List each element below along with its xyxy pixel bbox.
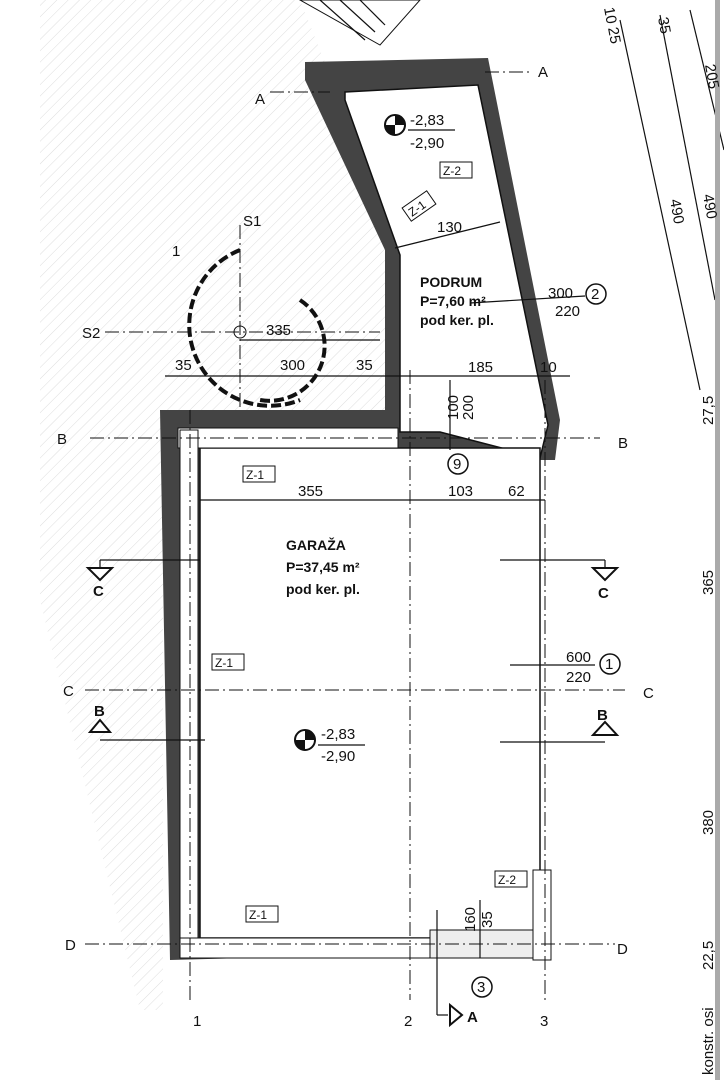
axis-1: 1 (193, 1013, 201, 1030)
axis-c-left: C (63, 683, 74, 700)
opening-1-height: 220 (566, 669, 591, 686)
room-garaza-area: P=37,45 m² (286, 559, 360, 575)
rdim-27-5: 27,5 (700, 396, 717, 425)
level-top: -2,83 (321, 726, 355, 743)
dim-355: 355 (298, 483, 323, 500)
axis-b-left: B (57, 431, 67, 448)
rdim-490a: 490 (666, 198, 687, 226)
axis-3: 3 (540, 1013, 548, 1030)
dim-185: 185 (468, 359, 493, 376)
dim-200: 200 (460, 395, 477, 420)
dim-130: 130 (437, 219, 462, 236)
level-bottom: -2,90 (321, 748, 355, 765)
opening-3-width: 160 (462, 907, 479, 932)
opening-2-id: 2 (591, 286, 599, 303)
opening-3-height: 35 (479, 911, 496, 928)
room-podrum-note: pod ker. pl. (420, 312, 494, 328)
rdim-10: 10 (600, 6, 620, 25)
axis-a-right: A (538, 64, 548, 81)
wall-tags: Z-2 Z-1 Z-1 Z-1 Z-2 Z-1 (211, 161, 528, 923)
stair-number: 1 (172, 243, 180, 260)
section-markers (85, 559, 620, 1028)
opening-tag-circle (447, 453, 469, 475)
axis-a-left: A (255, 91, 265, 108)
section-c-left: C (93, 583, 104, 600)
section-c-right: C (598, 585, 609, 602)
wall-tag: Z-2 (443, 164, 461, 178)
level-top: -2,83 (410, 112, 444, 129)
level-marker-icon (384, 114, 455, 136)
level-bottom: -2,90 (410, 135, 444, 152)
room-podrum-area: P=7,60 m² (420, 293, 486, 309)
opening-tag-circle (599, 653, 621, 675)
dim-62: 62 (508, 483, 525, 500)
wall-tag: Z-1 (246, 468, 264, 482)
rdim-35: 35 (654, 16, 674, 35)
section-b-right: B (597, 707, 608, 724)
dim-100: 100 (445, 395, 462, 420)
axis-s2: S2 (82, 325, 100, 342)
rdim-490b: 490 (699, 193, 720, 221)
wall-tag: Z-1 (249, 908, 267, 922)
room-podrum-name: PODRUM (420, 274, 482, 290)
level-marker-icon (294, 729, 365, 751)
dim-103: 103 (448, 483, 473, 500)
dim-10: 10 (540, 359, 557, 376)
axis-b-right: B (618, 435, 628, 452)
opening-1-id: 1 (605, 656, 613, 673)
axis-d-right: D (617, 941, 628, 958)
rdim-365: 365 (700, 570, 717, 595)
stair-icon (298, 0, 421, 46)
opening-1-width: 600 (566, 649, 591, 666)
spiral-stair-icon (187, 248, 327, 408)
opening-9-id: 9 (453, 456, 461, 473)
dim-300: 300 (280, 357, 305, 374)
wall-tag: Z-2 (498, 873, 516, 887)
rdim-205: 205 (701, 63, 722, 91)
opening-3-id: 3 (477, 979, 485, 996)
dimension-axis-bar (715, 0, 720, 1080)
rdim-22-5: 22,5 (700, 941, 717, 970)
section-a-bottom: A (467, 1009, 478, 1026)
axis-2: 2 (404, 1013, 412, 1030)
opening-tag-circle (471, 976, 493, 998)
axis-s1: S1 (243, 213, 261, 230)
walls (160, 58, 560, 961)
rdim-25: 25 (604, 26, 624, 45)
opening-tag-circle (585, 283, 607, 305)
axis-d-left: D (65, 937, 76, 954)
grid-axes (85, 71, 625, 1000)
opening-2-height: 220 (555, 303, 580, 320)
rdim-konstr-osi: konstr. osi (700, 1007, 717, 1075)
room-garaza-note: pod ker. pl. (286, 581, 360, 597)
rdim-380: 380 (700, 810, 717, 835)
dim-35b: 35 (356, 357, 373, 374)
axis-c-right: C (643, 685, 654, 702)
wall-tag: Z-1 (215, 656, 233, 670)
section-b-left: B (94, 703, 105, 720)
dim-35a: 35 (175, 357, 192, 374)
room-garaza-name: GARAŽA (286, 536, 346, 553)
dim-335: 335 (266, 322, 291, 339)
opening-2-width: 300 (548, 285, 573, 302)
terrain-hatch (40, 0, 395, 1010)
